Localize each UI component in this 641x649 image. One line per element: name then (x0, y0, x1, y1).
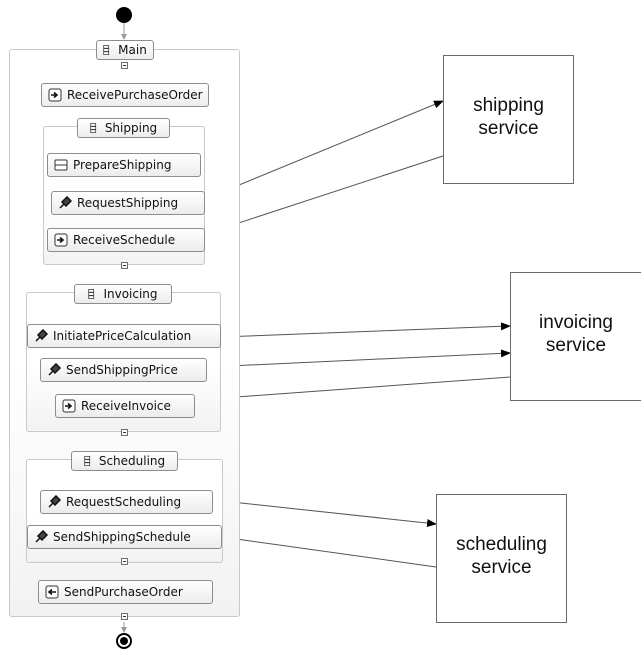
invoicing-service[interactable]: invoicing service (510, 272, 641, 401)
link-initiate-invoicing (220, 322, 511, 338)
link-invoicing-receiveinvoice (194, 376, 511, 401)
main-end-collapse-toggle[interactable] (121, 613, 128, 620)
invoicing-collapse-toggle[interactable] (121, 429, 128, 436)
receive-icon (62, 399, 76, 413)
shipping-service[interactable]: shipping service (443, 55, 574, 184)
send-shipping-price-label: SendShippingPrice (66, 363, 178, 377)
invoke-icon (35, 530, 48, 543)
initiate-price-calculation[interactable]: InitiatePriceCalculation (27, 324, 221, 348)
link-shipping-receiveschedule (204, 155, 444, 235)
shipping-scope-header[interactable]: Shipping (77, 118, 170, 138)
receive-invoice-label: ReceiveInvoice (81, 399, 171, 413)
receive-purchase-order-label: ReceivePurchaseOrder (67, 88, 203, 102)
invoke-icon (59, 196, 72, 209)
sequence-icon (84, 456, 90, 466)
shipping-service-label: shipping service (473, 95, 544, 139)
assign-icon (54, 159, 68, 171)
request-shipping-label: RequestShipping (77, 196, 179, 210)
send-purchase-order-label: SendPurchaseOrder (64, 585, 183, 599)
reply-icon (45, 585, 59, 599)
request-scheduling-label: RequestScheduling (66, 495, 182, 509)
main-collapse-toggle[interactable] (121, 62, 128, 69)
sequence-icon (90, 123, 96, 133)
invoicing-scope-header[interactable]: Invoicing (74, 284, 172, 304)
main-label: Main (118, 43, 147, 57)
shipping-collapse-toggle[interactable] (121, 262, 128, 269)
scheduling-service-label: scheduling service (456, 534, 547, 578)
receive-schedule[interactable]: ReceiveSchedule (47, 228, 205, 252)
invoke-icon (48, 363, 61, 376)
shipping-scope-label: Shipping (104, 121, 158, 135)
sequence-icon (103, 45, 110, 55)
send-purchase-order[interactable]: SendPurchaseOrder (38, 580, 213, 604)
prepare-shipping-label: PrepareShipping (73, 158, 172, 172)
request-shipping[interactable]: RequestShipping (51, 191, 205, 215)
link-requestshipping-shipping (204, 100, 444, 200)
prepare-shipping[interactable]: PrepareShipping (47, 153, 201, 177)
invoicing-scope-label: Invoicing (103, 287, 158, 301)
receive-invoice[interactable]: ReceiveInvoice (55, 394, 195, 418)
initiate-price-calculation-label: InitiatePriceCalculation (53, 329, 192, 343)
sequence-icon (88, 289, 95, 299)
link-scheduling-sendschedule (221, 536, 437, 568)
invoicing-service-label: invoicing service (539, 312, 613, 356)
link-requestscheduling-scheduling (212, 499, 437, 528)
receive-purchase-order[interactable]: ReceivePurchaseOrder (41, 83, 209, 107)
receive-icon (54, 233, 68, 247)
request-scheduling[interactable]: RequestScheduling (40, 490, 213, 514)
send-shipping-price[interactable]: SendShippingPrice (40, 358, 207, 382)
invoke-icon (35, 329, 48, 342)
send-shipping-schedule-label: SendShippingSchedule (53, 530, 191, 544)
scheduling-scope-header[interactable]: Scheduling (71, 451, 178, 471)
link-sendprice-invoicing (206, 349, 511, 368)
send-shipping-schedule[interactable]: SendShippingSchedule (27, 525, 222, 549)
invoke-icon (48, 495, 61, 508)
scheduling-collapse-toggle[interactable] (121, 558, 128, 565)
main-sequence-header[interactable]: Main (96, 40, 154, 60)
end-event[interactable] (116, 633, 132, 649)
scheduling-scope-label: Scheduling (98, 454, 166, 468)
receive-schedule-label: ReceiveSchedule (73, 233, 176, 247)
scheduling-service[interactable]: scheduling service (436, 494, 567, 623)
start-event[interactable] (116, 7, 132, 23)
receive-icon (48, 88, 62, 102)
